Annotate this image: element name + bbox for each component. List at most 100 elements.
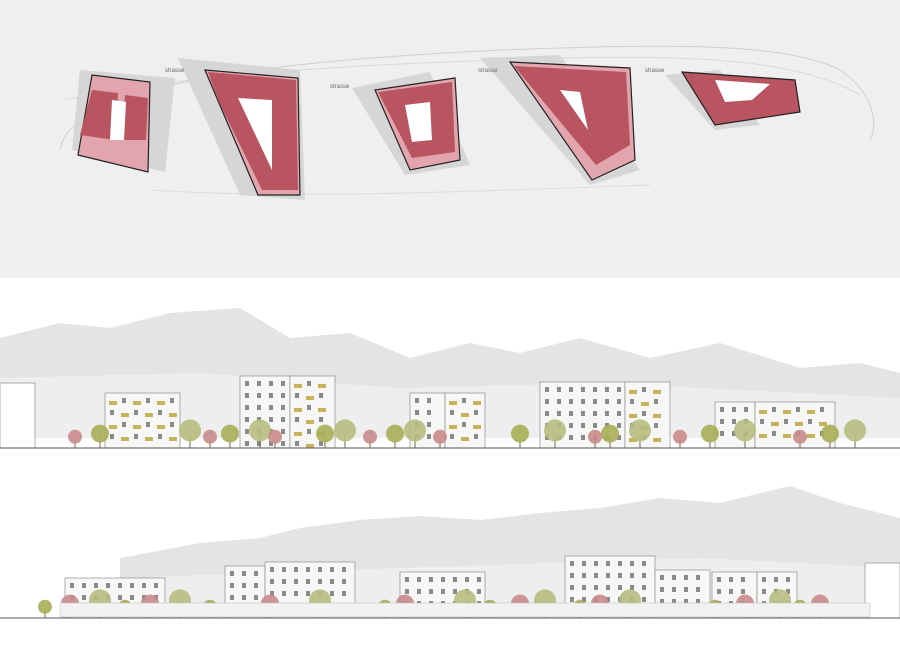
elevation-b-building-4-window xyxy=(441,577,445,582)
elevation-a-tree xyxy=(91,424,109,448)
building-3-courtyard xyxy=(405,102,432,142)
plan-building-3 xyxy=(352,72,470,175)
elevation-b-building-7-window xyxy=(741,577,745,582)
elevation-b-building-1-window xyxy=(130,583,134,588)
elevation-a-tree xyxy=(363,429,377,448)
elevation-a-building-1 xyxy=(104,392,181,449)
elevation-a-building-7-balcony xyxy=(653,390,661,394)
elevation-b-building-5-window xyxy=(594,573,598,578)
elevation-b-building-1-window xyxy=(82,583,86,588)
elevation-a-building-5-window xyxy=(450,434,454,439)
elevation-b-building-3-window xyxy=(330,579,334,584)
elevation-a-building-7-balcony xyxy=(629,390,637,394)
elevation-a-building-9-balcony xyxy=(759,434,767,438)
elevation-a-tree-crown xyxy=(179,419,201,442)
elevation-b-building-5-window xyxy=(582,597,586,602)
elevation-a-building-1-balcony xyxy=(145,413,153,417)
elevation-a-building-1-balcony xyxy=(109,401,117,405)
elevation-a-building-3-balcony xyxy=(306,420,314,424)
elevation-a-building-1-window xyxy=(122,398,126,403)
elevation-b-building-4-window xyxy=(465,577,469,582)
elevation-a-building-3-window xyxy=(307,381,311,386)
elevation-b-building-8-window xyxy=(762,577,766,582)
elevation-b-tree-crown xyxy=(38,599,52,614)
elevation-a-tree xyxy=(701,424,719,448)
elevation-b-building-3-window xyxy=(270,567,274,572)
elevation-a-building-1-balcony xyxy=(157,401,165,405)
elevation-b-building-2-window xyxy=(254,595,258,600)
elevation-b-building-2-window xyxy=(230,571,234,576)
elevation-b-building-6-window xyxy=(696,575,700,580)
elevation-a-tree-crown xyxy=(404,419,426,442)
elevation-a-building-5-balcony xyxy=(473,425,481,429)
south-elevation-drawing xyxy=(0,486,900,619)
elevation-b-building-3-window xyxy=(306,567,310,572)
south-elevation-buildings xyxy=(64,555,798,619)
elevation-a-building-9-window xyxy=(796,407,800,412)
elevation-a-building-6-window xyxy=(605,399,609,404)
building-5-courtyard xyxy=(715,80,770,102)
elevation-a-building-6-window xyxy=(605,387,609,392)
building-4-units-dark xyxy=(514,66,630,165)
elevation-b-building-3-window xyxy=(342,567,346,572)
plan-building-2 xyxy=(178,58,305,200)
north-elevation-drawing xyxy=(0,308,900,449)
elevation-a-building-9-window xyxy=(820,407,824,412)
elevation-a-tree-crown xyxy=(601,424,619,443)
elevation-b-building-4-window xyxy=(441,589,445,594)
elevation-a-tree xyxy=(68,429,82,448)
building-1-courtyard xyxy=(110,100,126,140)
elevation-a-building-2-window xyxy=(245,429,249,434)
elevation-a-tree xyxy=(221,424,239,448)
elevation-b-building-1-window xyxy=(118,583,122,588)
elevation-b-building-5-window xyxy=(606,561,610,566)
elevation-b-building-2-window xyxy=(242,583,246,588)
elevation-a-tree-crown xyxy=(629,419,651,442)
building-4-courtyard xyxy=(560,90,588,130)
elevation-a-building-9-balcony xyxy=(807,410,815,414)
elevation-a-building-6-window xyxy=(617,387,621,392)
edge-block-right xyxy=(864,562,900,619)
elevation-b-building-8-window xyxy=(786,589,790,594)
elevation-b-building-2-window xyxy=(230,595,234,600)
elevation-a-building-3-balcony xyxy=(318,408,326,412)
elevation-a-tree-crown xyxy=(334,419,356,442)
elevation-a-building-6-window xyxy=(581,411,585,416)
elevation-a-building-4-window xyxy=(427,422,431,427)
elevation-a-tree-crown xyxy=(249,419,271,442)
elevation-a-building-1-window xyxy=(146,422,150,427)
elevation-a-tree xyxy=(673,429,687,448)
elevation-a-building-1-window xyxy=(134,434,138,439)
elevation-b-building-1-window xyxy=(154,583,158,588)
site-plan-panel: strasse strasse strasse strasse xyxy=(0,0,900,278)
elevation-b-building-3-window xyxy=(342,579,346,584)
elevation-b-building-3-window xyxy=(330,591,334,596)
elevation-b-building-8-window xyxy=(762,589,766,594)
elevation-a-building-5-balcony xyxy=(461,413,469,417)
elevation-a-building-7-window xyxy=(654,423,658,428)
elevation-b-building-6-window xyxy=(672,575,676,580)
elevation-a-building-7-balcony xyxy=(641,402,649,406)
elevation-a-building-7-window xyxy=(654,399,658,404)
elevation-a-building-5-window xyxy=(474,410,478,415)
elevation-a-building-1-window xyxy=(134,410,138,415)
elevation-a-tree-crown xyxy=(316,424,334,443)
elevation-b-building-7-window xyxy=(729,577,733,582)
elevation-b-building-5-window xyxy=(630,573,634,578)
elevation-a-building-6-window xyxy=(569,435,573,440)
elevation-a-building-5-balcony xyxy=(473,401,481,405)
elevation-a-building-6-window xyxy=(617,399,621,404)
elevation-a-building-6-window xyxy=(581,399,585,404)
elevation-b-building-5-window xyxy=(618,573,622,578)
elevation-a-building-2-window xyxy=(269,441,273,446)
elevation-a-building-5-balcony xyxy=(449,425,457,429)
elevation-a-building-1-balcony xyxy=(145,437,153,441)
elevation-b-building-6-window xyxy=(684,575,688,580)
elevation-b-building-2-window xyxy=(254,571,258,576)
elevation-a-building-1-window xyxy=(110,410,114,415)
elevation-b-building-4-window xyxy=(429,589,433,594)
elevation-b-tree xyxy=(38,599,52,618)
elevation-a-building-7-window xyxy=(630,399,634,404)
elevation-a-tree xyxy=(334,419,356,448)
